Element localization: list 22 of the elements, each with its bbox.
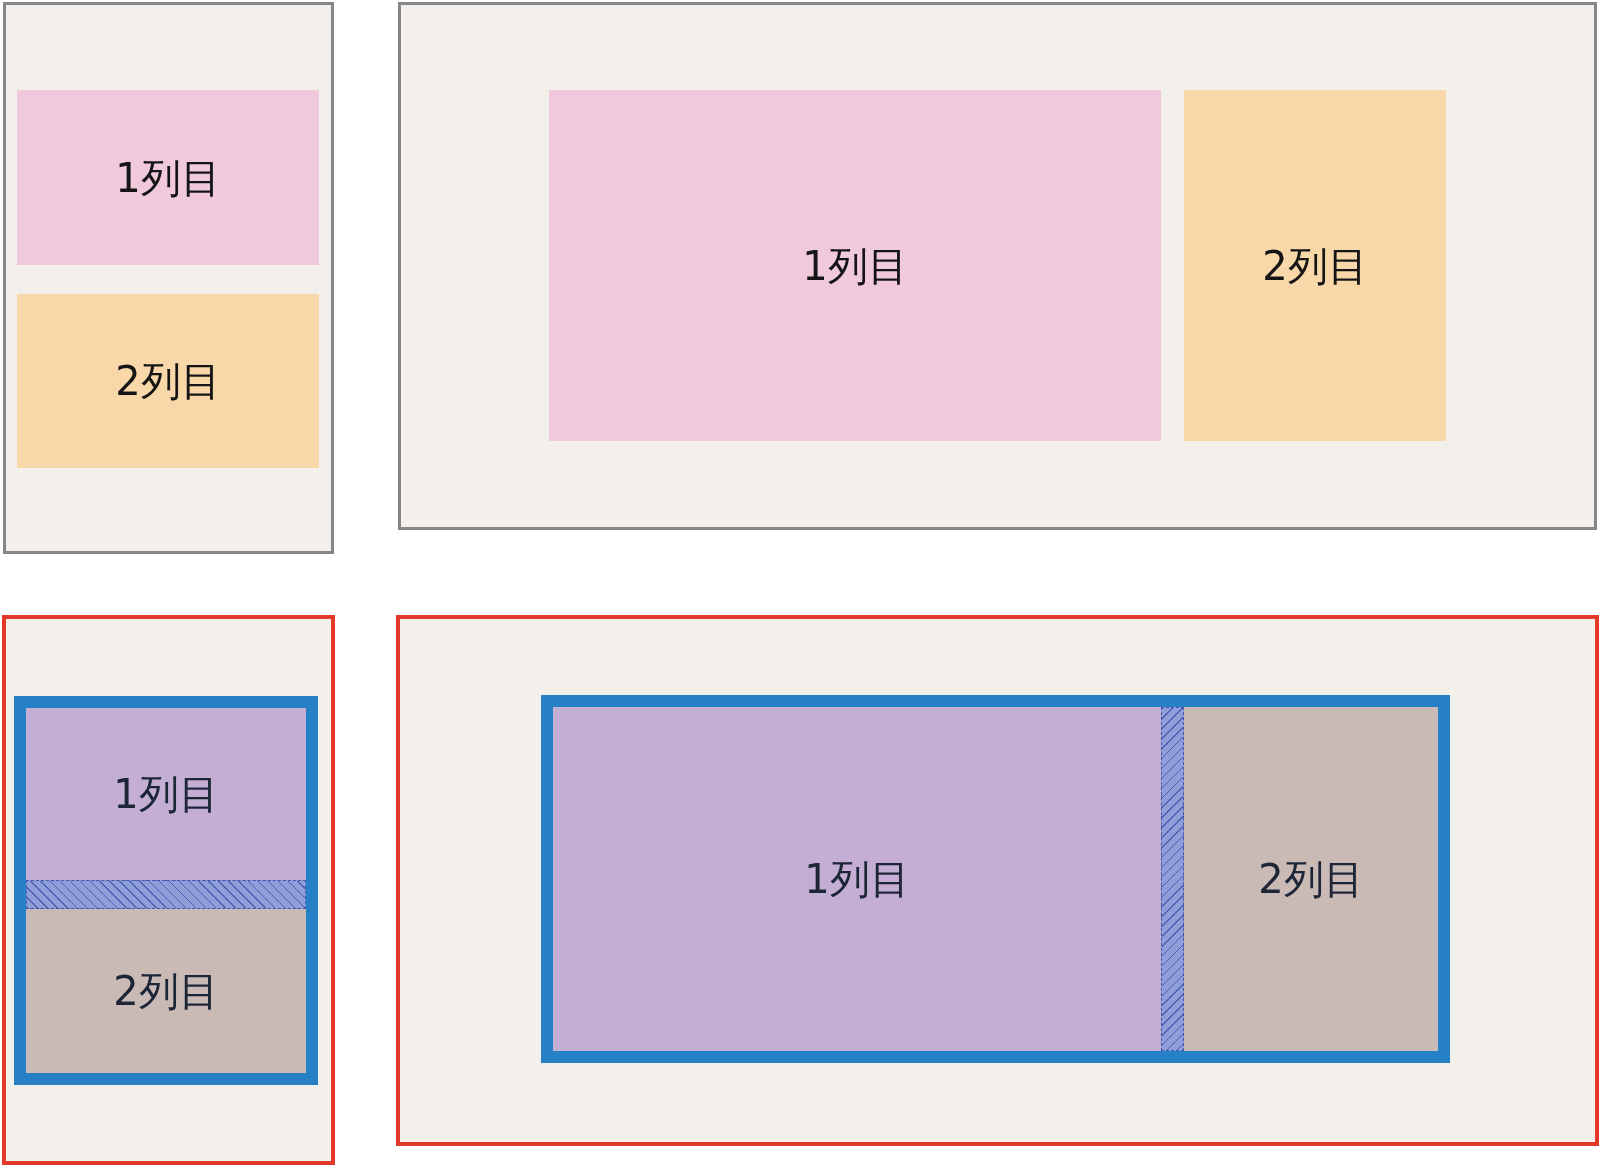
grid-item [1184, 707, 1438, 1051]
grid-area-frame [14, 696, 318, 1085]
container-panel [396, 615, 1599, 1146]
hatched-gap-strip [1161, 707, 1184, 1051]
hatched-gap-strip [26, 880, 306, 909]
column-label: 2列目 [1262, 243, 1368, 288]
grid-item [17, 294, 319, 468]
grid-area-frame [541, 695, 1450, 1063]
column-label: 2列目 [115, 359, 221, 403]
column-label: 1列目 [115, 155, 221, 200]
grid-item [26, 909, 306, 1073]
column-label: 1列目 [804, 857, 910, 901]
container-panel [3, 2, 334, 554]
container-panel [398, 2, 1597, 530]
grid-item [1184, 90, 1446, 441]
column-label: 2列目 [1258, 857, 1364, 901]
container-panel [2, 615, 335, 1165]
column-label: 2列目 [113, 969, 219, 1013]
grid-item [549, 90, 1161, 441]
grid-item [17, 90, 319, 265]
column-label: 1列目 [802, 243, 908, 288]
column-label: 1列目 [113, 772, 219, 816]
